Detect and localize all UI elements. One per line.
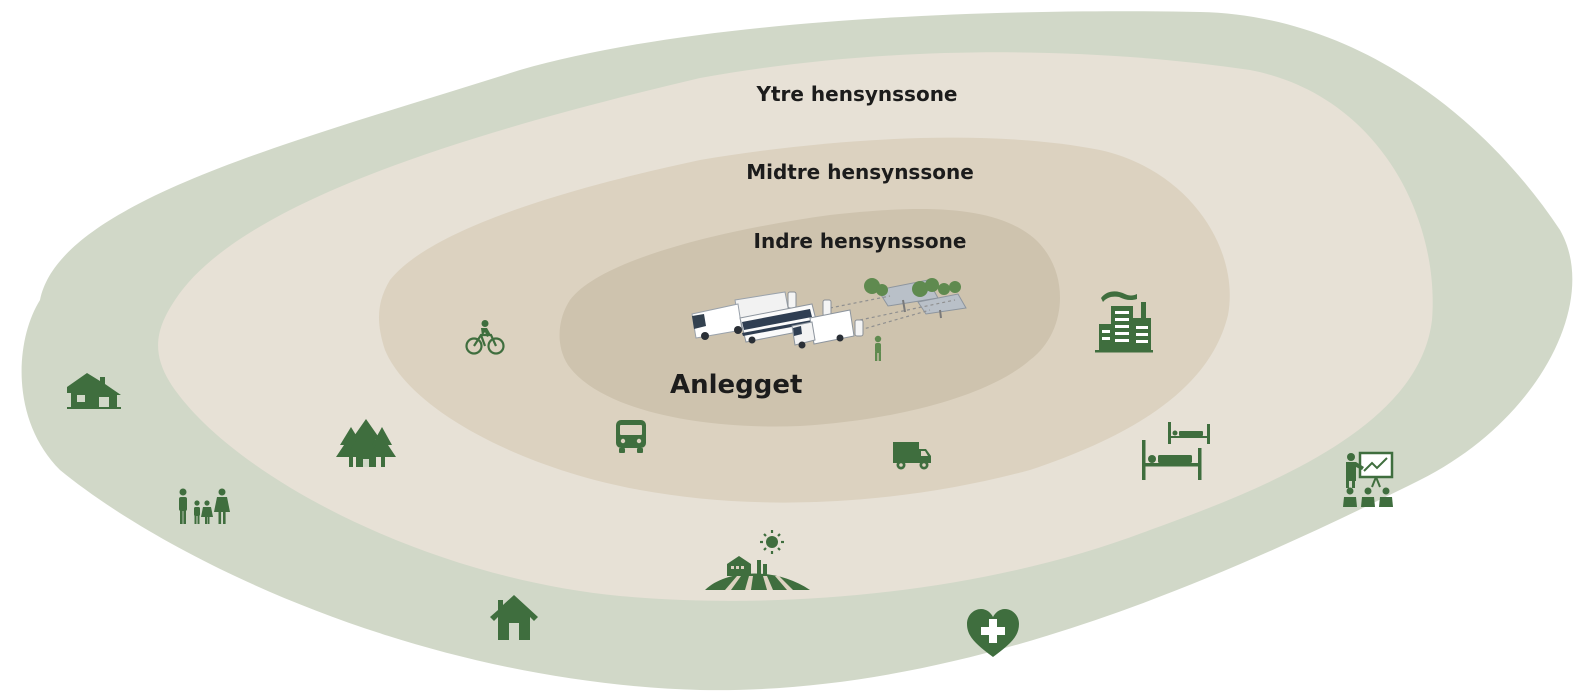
cable-lines (829, 295, 956, 331)
school-teacher-icon (1343, 451, 1394, 507)
shrubs-icon (864, 278, 961, 297)
midtre-zone-label: Midtre hensynssone (746, 160, 974, 184)
indre-zone-label: Indre hensynssone (754, 229, 967, 253)
farm-icon (705, 530, 810, 590)
hospital-beds-icon (1142, 422, 1210, 480)
facility-label: Anlegget (670, 370, 802, 400)
bus-icon (616, 420, 646, 453)
ytre-zone-label: Ytre hensynssone (755, 82, 957, 106)
facility-illustration (691, 278, 967, 361)
family-icon (179, 488, 230, 524)
house-small-icon (67, 373, 121, 409)
health-heart-icon (967, 609, 1019, 657)
house-icon (490, 595, 538, 640)
bicycle-icon (465, 320, 505, 355)
van-icon (791, 309, 855, 349)
delivery-truck-icon (893, 442, 931, 470)
worker-icon (874, 335, 882, 361)
electric-bus-icon (739, 303, 819, 344)
forest-icon (336, 419, 396, 467)
factory-icon (1095, 291, 1153, 353)
